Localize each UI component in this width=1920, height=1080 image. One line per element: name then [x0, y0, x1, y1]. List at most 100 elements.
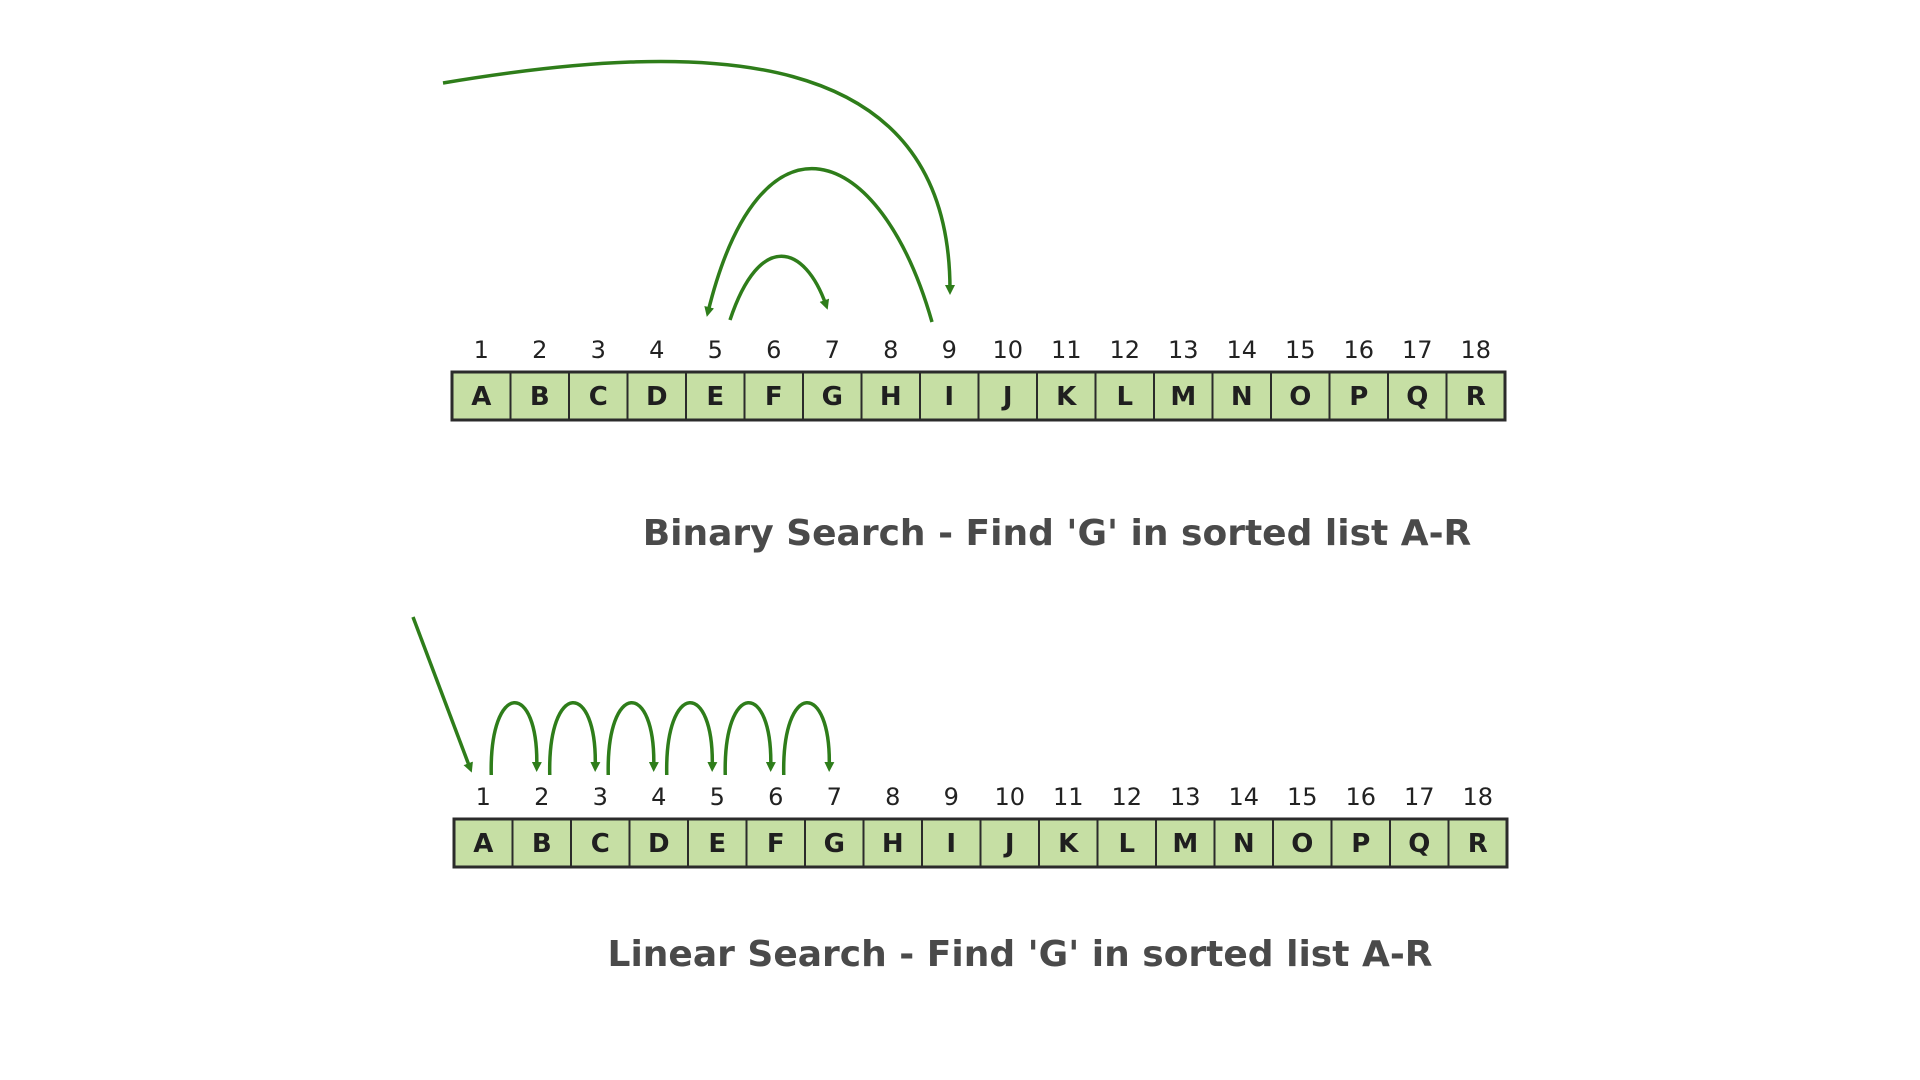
linear-cell: Q — [1389, 818, 1450, 868]
binary-cell: O — [1270, 371, 1331, 421]
linear-cell-letter: D — [648, 829, 670, 859]
linear-cell-letter: N — [1233, 829, 1255, 859]
binary-arrow-5-to-7 — [728, 254, 830, 321]
linear-cell-letter: M — [1172, 829, 1198, 859]
binary-cell: R — [1445, 371, 1506, 421]
binary-index-label: 7 — [825, 336, 840, 364]
linear-cell: F — [745, 818, 806, 868]
linear-index-label: 4 — [651, 783, 666, 811]
linear-cell: C — [570, 818, 631, 868]
linear-cell-letter: A — [473, 829, 493, 859]
linear-index-label: 12 — [1111, 783, 1142, 811]
binary-cell-letter: P — [1349, 382, 1368, 412]
linear-cell: P — [1330, 818, 1391, 868]
linear-index-label: 16 — [1345, 783, 1376, 811]
linear-hop-arrow — [781, 701, 835, 776]
binary-cell: H — [860, 371, 921, 421]
linear-cell: I — [921, 818, 982, 868]
binary-cell: Q — [1387, 371, 1448, 421]
binary-cell-box — [1387, 371, 1448, 421]
binary-cell-box — [860, 371, 921, 421]
binary-index-label: 3 — [591, 336, 606, 364]
linear-cell: A — [453, 818, 514, 868]
binary-index-label: 15 — [1285, 336, 1316, 364]
binary-index-label: 17 — [1402, 336, 1433, 364]
linear-cell: L — [1096, 818, 1157, 868]
binary-row-border — [450, 370, 1507, 422]
linear-cell-letter: G — [824, 829, 845, 859]
binary-search-caption: Binary Search - Find 'G' in sorted list … — [643, 513, 1472, 554]
linear-cell: R — [1447, 818, 1508, 868]
binary-arrows — [442, 59, 955, 323]
linear-index-label: 7 — [827, 783, 842, 811]
binary-cell-letter: K — [1056, 382, 1077, 412]
binary-cell: P — [1328, 371, 1389, 421]
binary-index-label: 11 — [1051, 336, 1082, 364]
linear-index-label: 10 — [994, 783, 1025, 811]
binary-index-label: 12 — [1109, 336, 1140, 364]
linear-index-label: 17 — [1404, 783, 1435, 811]
binary-cell-letter: Q — [1406, 382, 1428, 412]
linear-index-label: 14 — [1228, 783, 1259, 811]
linear-search-caption: Linear Search - Find 'G' in sorted list … — [608, 934, 1433, 975]
binary-cell-letter: N — [1231, 382, 1253, 412]
binary-index-label: 14 — [1226, 336, 1257, 364]
binary-cell-letter: O — [1289, 382, 1311, 412]
linear-cell-letter: I — [946, 829, 956, 859]
binary-cell-letter: F — [765, 382, 783, 412]
binary-index-label: 9 — [942, 336, 957, 364]
binary-cell: D — [626, 371, 687, 421]
linear-cell-letter: F — [767, 829, 785, 859]
linear-index-label: 18 — [1462, 783, 1493, 811]
linear-cell-box — [1155, 818, 1216, 868]
linear-hop-arrow — [489, 701, 542, 776]
linear-cell: G — [804, 818, 865, 868]
binary-cell: G — [802, 371, 863, 421]
linear-cell-letter: O — [1291, 829, 1313, 859]
linear-cell-letter: K — [1058, 829, 1079, 859]
linear-cell-letter: J — [1003, 829, 1015, 859]
binary-index-label: 18 — [1460, 336, 1491, 364]
binary-cell: A — [451, 371, 512, 421]
binary-cell: I — [919, 371, 980, 421]
linear-hop-arrow — [547, 701, 601, 776]
linear-cell-letter: H — [882, 829, 904, 859]
binary-index-label: 1 — [474, 336, 489, 364]
linear-index-label: 1 — [476, 783, 491, 811]
linear-cell: N — [1213, 818, 1274, 868]
linear-cell-letter: C — [591, 829, 610, 859]
binary-cell: F — [743, 371, 804, 421]
binary-index-label: 4 — [649, 336, 664, 364]
linear-index-label: 9 — [944, 783, 959, 811]
binary-cell-letter: A — [471, 382, 491, 412]
binary-cell: B — [509, 371, 570, 421]
linear-index-label: 13 — [1170, 783, 1201, 811]
linear-index-label: 3 — [593, 783, 608, 811]
binary-cell-box — [1328, 371, 1389, 421]
linear-cell: M — [1155, 818, 1216, 868]
linear-cell: D — [628, 818, 689, 868]
binary-cell-letter: R — [1466, 382, 1486, 412]
binary-cell-letter: C — [589, 382, 608, 412]
binary-index-label: 5 — [708, 336, 723, 364]
linear-index-label: 6 — [768, 783, 783, 811]
binary-cell-letter: J — [1001, 382, 1013, 412]
binary-cell: C — [568, 371, 629, 421]
binary-arrow-entry-to-9 — [442, 59, 955, 295]
binary-index-label: 6 — [766, 336, 781, 364]
linear-index-label: 8 — [885, 783, 900, 811]
linear-arrows — [411, 616, 835, 776]
binary-cell: J — [977, 371, 1038, 421]
linear-cell-letter: E — [708, 829, 726, 859]
binary-cell-box — [977, 371, 1038, 421]
binary-cell: N — [1211, 371, 1272, 421]
binary-cell-box — [743, 371, 804, 421]
binary-cell: M — [1153, 371, 1214, 421]
binary-cell-letter: D — [646, 382, 668, 412]
